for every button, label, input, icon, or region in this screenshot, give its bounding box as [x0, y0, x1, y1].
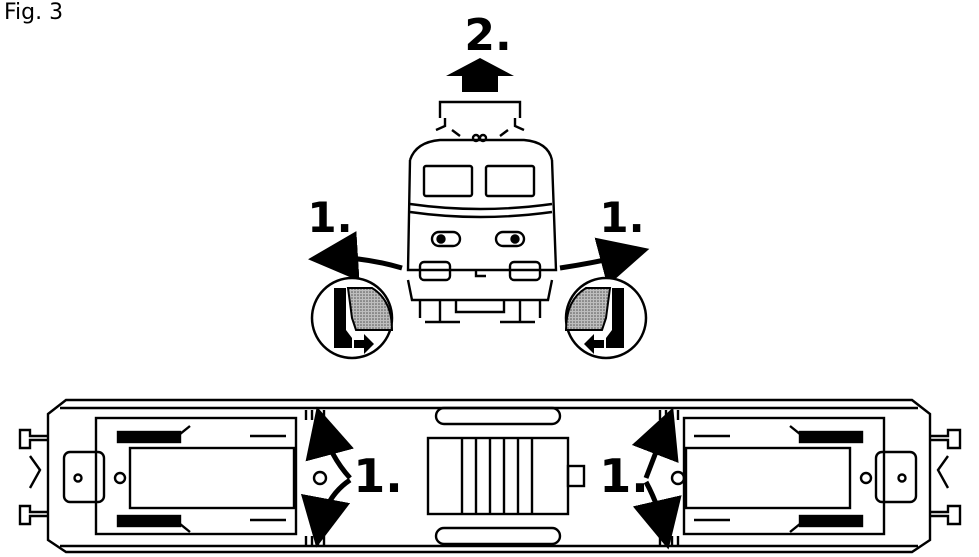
locomotive-front-view	[406, 100, 558, 324]
step-1-left-label: 1.	[307, 193, 352, 242]
detail-circle-left	[310, 276, 394, 360]
spread-left-arrow	[308, 231, 403, 282]
step-2-label: 2.	[464, 10, 511, 61]
locomotive-underside-view	[18, 398, 962, 554]
underside-right-down-arrow	[632, 480, 682, 550]
step-1-underside-right-label: 1.	[599, 449, 648, 503]
underside-left-up-arrow	[305, 406, 354, 480]
lift-up-arrow	[446, 58, 514, 92]
step-1-underside-left-label: 1.	[353, 449, 402, 503]
step-1-right-label: 1.	[599, 193, 644, 242]
figure-label: Fig. 3	[4, 0, 64, 25]
detail-circle-right	[564, 276, 648, 360]
underside-left-down-arrow	[300, 477, 352, 548]
spread-right-arrow	[559, 237, 650, 286]
underside-right-up-arrow	[631, 407, 679, 479]
